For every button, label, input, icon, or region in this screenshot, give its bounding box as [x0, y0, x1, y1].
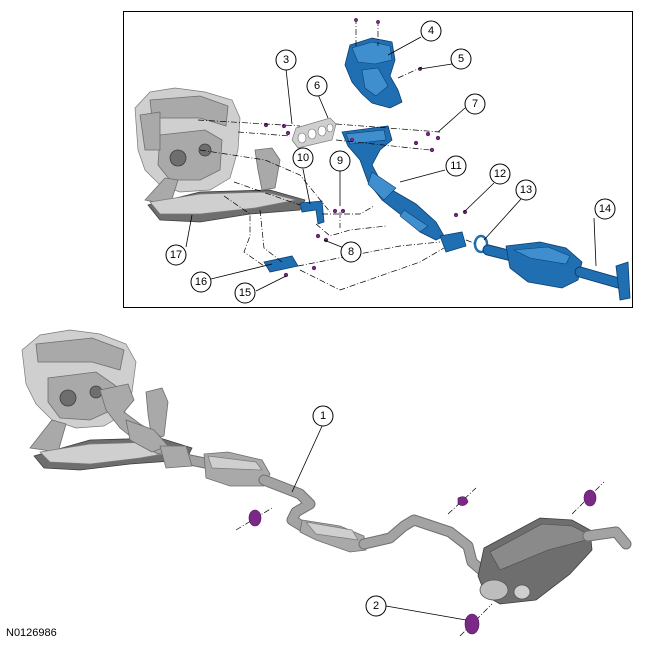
rear-muffler — [477, 517, 632, 605]
svg-text:17: 17 — [170, 249, 182, 261]
rubber-isolators — [235, 481, 605, 637]
support-bracket — [299, 200, 325, 225]
callout-12: 12 — [489, 163, 511, 185]
callout-7: 7 — [464, 93, 486, 115]
callout-9: 9 — [329, 150, 351, 172]
heat-shield — [344, 37, 403, 109]
svg-text:5: 5 — [458, 53, 464, 65]
callout-8: 8 — [340, 241, 362, 263]
flange-gasket — [439, 231, 467, 253]
svg-text:6: 6 — [314, 80, 320, 92]
svg-text:13: 13 — [520, 184, 532, 196]
svg-text:7: 7 — [472, 98, 478, 110]
seal-ring — [473, 234, 489, 254]
callout-4: 4 — [420, 20, 442, 42]
main-leader-lines — [291, 423, 467, 621]
callout-16: 16 — [190, 271, 212, 293]
manifold-gasket — [291, 117, 337, 149]
callout-3: 3 — [275, 49, 297, 71]
exhaust-manifold-catalyst — [341, 125, 445, 241]
svg-text:4: 4 — [428, 25, 434, 37]
svg-text:12: 12 — [494, 168, 506, 180]
front-pipe-catalyst — [482, 241, 631, 301]
callout-10: 10 — [292, 147, 314, 169]
main-manifold-catalyst — [99, 383, 169, 455]
inset-engine — [134, 87, 241, 193]
callout-1: 1 — [312, 405, 334, 427]
figure-id-label: N0126986 — [6, 627, 57, 639]
main-subframe — [29, 387, 193, 471]
callout-2: 2 — [365, 595, 387, 617]
callout-14: 14 — [594, 198, 616, 220]
inset-subframe — [144, 147, 306, 223]
fasteners — [263, 122, 468, 278]
callout-6: 6 — [306, 75, 328, 97]
svg-text:1: 1 — [320, 410, 326, 422]
svg-text:10: 10 — [297, 152, 309, 164]
svg-text:8: 8 — [348, 246, 354, 258]
svg-text:16: 16 — [195, 276, 207, 288]
inset-alignment-lines — [197, 119, 477, 291]
svg-text:11: 11 — [450, 160, 461, 172]
svg-text:2: 2 — [373, 600, 379, 612]
callout-11: 11 — [445, 155, 467, 177]
svg-text:14: 14 — [599, 203, 611, 215]
svg-text:15: 15 — [239, 287, 251, 299]
callout-15: 15 — [234, 282, 256, 304]
svg-text:9: 9 — [337, 155, 343, 167]
heat-shield-bolts — [354, 18, 423, 79]
callouts: 1 2 3 4 5 6 7 8 9 10 11 12 13 14 15 16 1… — [165, 20, 616, 617]
callout-13: 13 — [515, 179, 537, 201]
callout-17: 17 — [165, 244, 187, 266]
exhaust-pipe — [159, 445, 492, 580]
svg-text:3: 3 — [283, 54, 289, 66]
callout-5: 5 — [450, 48, 472, 70]
